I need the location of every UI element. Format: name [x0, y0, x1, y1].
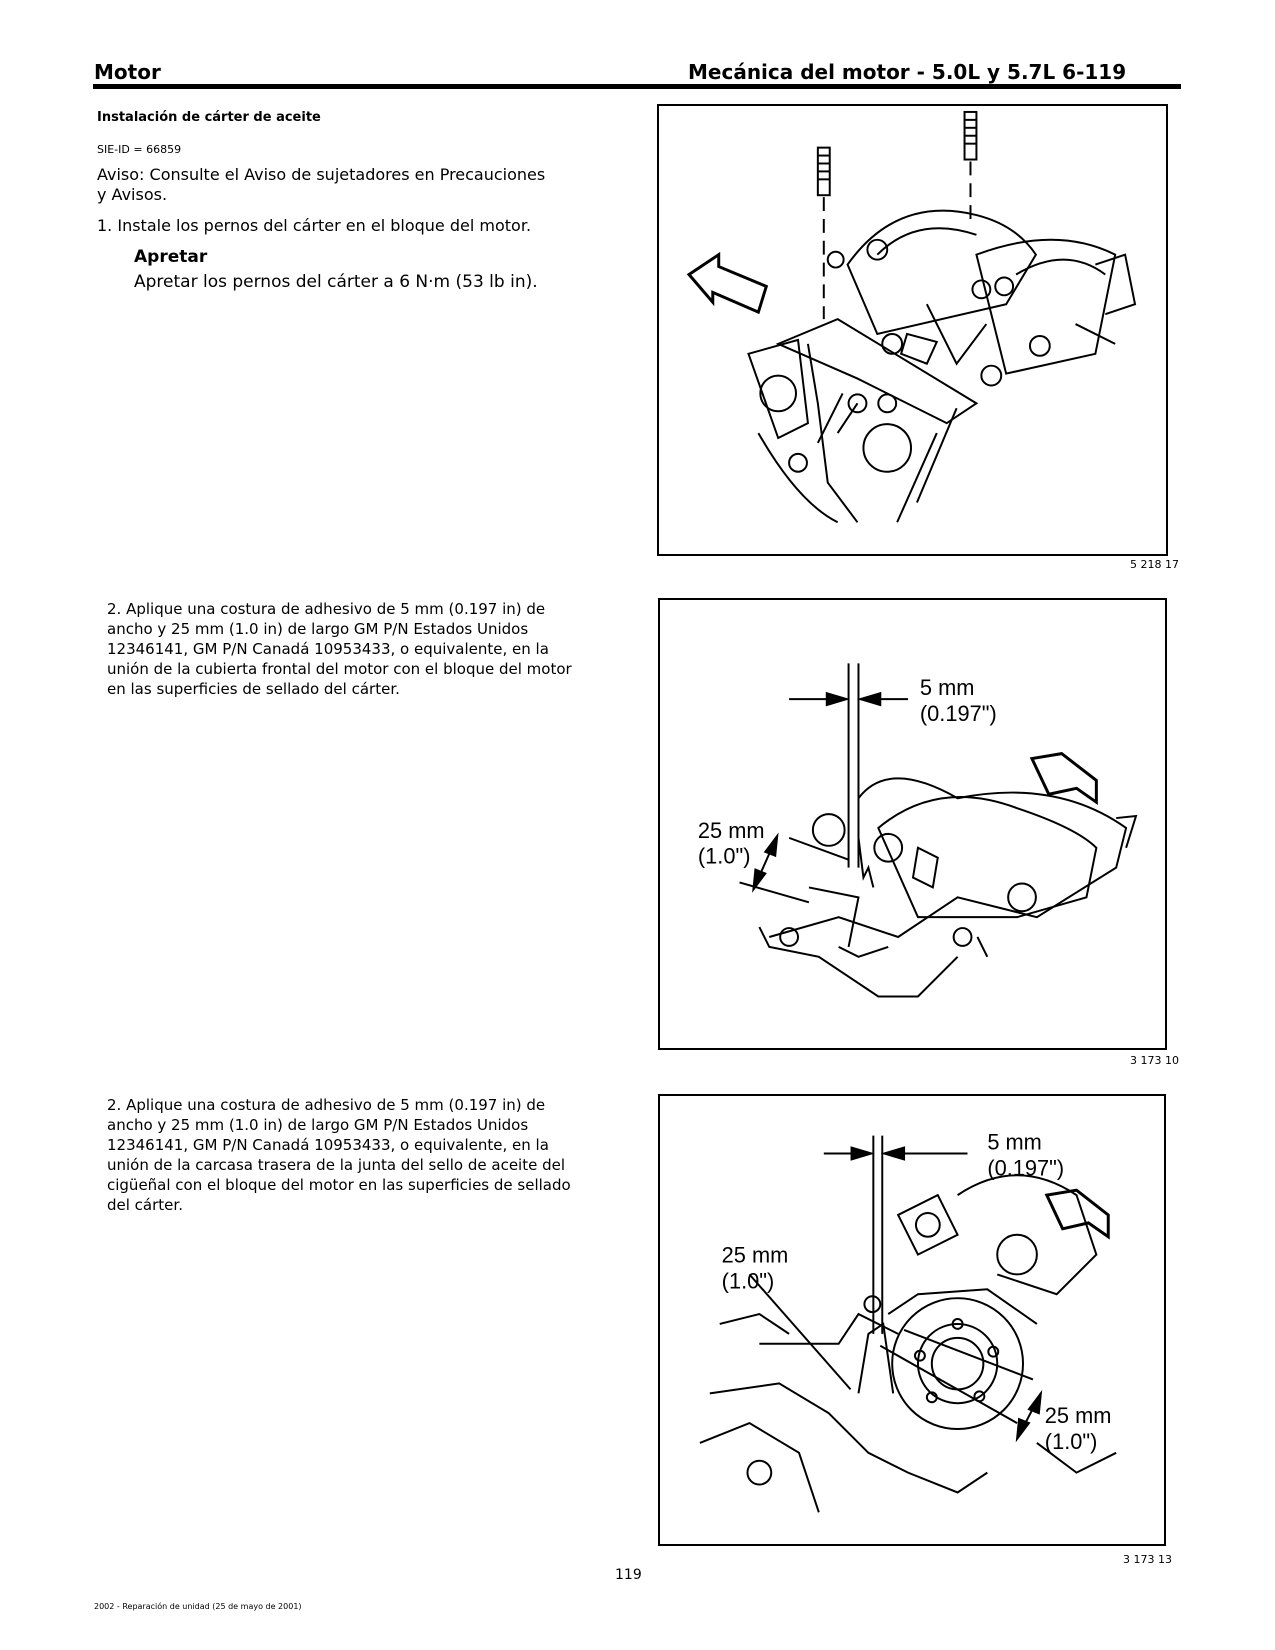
step-1-text: 1. Instale los pernos del cárter en el b…	[97, 216, 532, 235]
header-document-title: Mecánica del motor - 5.0L y 5.7L 6-119	[688, 60, 1127, 84]
rear-seal-housing-sealant-illustration: 5 mm (0.197") 25 mm (1.0") 25 mm (1.0")	[699, 1130, 1117, 1513]
section-title: Instalación de cárter de aceite	[97, 110, 321, 125]
figure-3-caption: 3 173 13	[1123, 1553, 1172, 1566]
figure-2-caption: 3 173 10	[1130, 1054, 1179, 1067]
tighten-title: Apretar	[134, 247, 208, 267]
figure-rear-seal-housing-sealant: 5 mm (0.197") 25 mm (1.0") 25 mm (1.0")	[658, 1094, 1166, 1546]
fig3-length-label: 25 mm	[722, 1243, 789, 1268]
figure-1-caption: 5 218 17	[1130, 558, 1179, 571]
fig3-length-inch-label: (1.0")	[722, 1268, 775, 1293]
figure-front-cover-sealant: 5 mm (0.197") 25 mm (1.0")	[658, 598, 1167, 1050]
fig3-width-label: 5 mm	[987, 1130, 1042, 1155]
fig3-width-inch-label: (0.197")	[987, 1155, 1064, 1180]
fig2-width-inch-label: (0.197")	[920, 701, 997, 726]
fig2-length-label: 25 mm	[698, 818, 765, 843]
sie-id: SIE-ID = 66859	[97, 143, 182, 156]
step-2-front-cover-text: 2. Aplique una costura de adhesivo de 5 …	[107, 600, 572, 698]
engine-block-bolts-illustration	[686, 110, 1137, 524]
footer-note: 2002 - Reparación de unidad (25 de mayo …	[94, 1602, 302, 1611]
notice-text: Aviso: Consulte el Aviso de sujetadores …	[97, 165, 546, 204]
tighten-spec: Apretar los pernos del cárter a 6 N·m (5…	[134, 272, 538, 292]
fig3-length2-label: 25 mm	[1045, 1403, 1112, 1428]
front-cover-sealant-illustration: 5 mm (0.197") 25 mm (1.0")	[698, 663, 1138, 998]
fig3-length2-inch-label: (1.0")	[1045, 1429, 1098, 1454]
fig2-length-inch-label: (1.0")	[698, 844, 751, 869]
fig2-width-label: 5 mm	[920, 675, 975, 700]
header-rule	[93, 84, 1181, 89]
header-section-label: Motor	[94, 60, 161, 84]
figure-oil-pan-bolts	[657, 104, 1168, 556]
step-2-rear-housing-text: 2. Aplique una costura de adhesivo de 5 …	[107, 1096, 571, 1214]
page-number: 119	[615, 1567, 642, 1583]
